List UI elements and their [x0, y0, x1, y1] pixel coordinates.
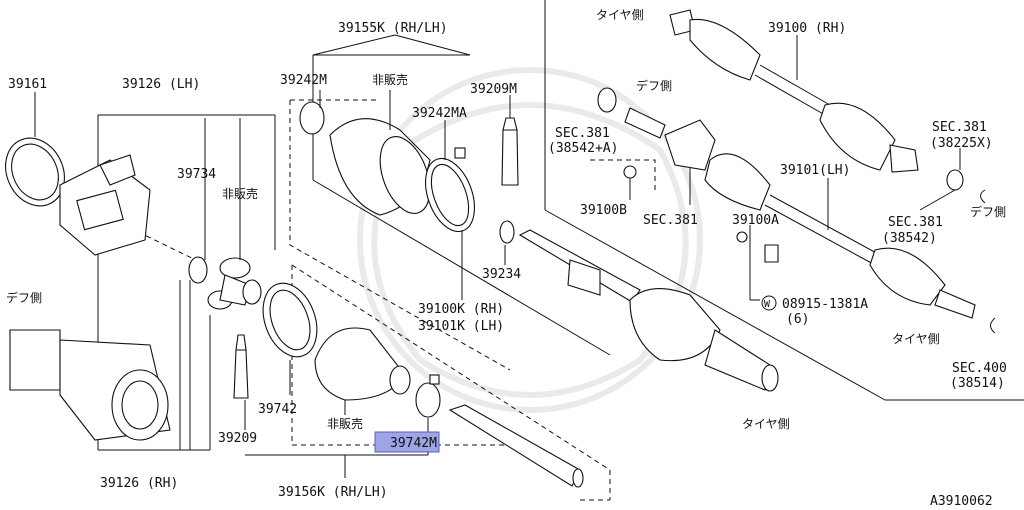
label-not-sold-2: 非販売 [372, 72, 408, 87]
housing-39126-rh [9, 329, 171, 441]
label-sec381-d: SEC.381 [888, 215, 943, 230]
label-39101-lh: 39101(LH) [780, 163, 850, 178]
label-bolt-qty: (6) [786, 312, 809, 327]
diagram-code: A3910062 [930, 494, 993, 509]
label-39156k: 39156K (RH/LH) [278, 485, 388, 500]
highlight-39742m [374, 431, 440, 453]
middle-shaft-39100k [518, 229, 779, 392]
hub-sec381 [597, 87, 716, 179]
label-39234: 39234 [482, 267, 521, 282]
label-diff-side-1: デフ側 [6, 290, 42, 305]
label-39100a: 39100A [732, 213, 779, 228]
labels: 39161 39126 (LH) 39734 非販売 デフ側 39126 (RH… [6, 8, 1007, 509]
label-sec381-b: SEC.381 [643, 213, 698, 228]
label-39101k: 39101K (LH) [418, 319, 504, 334]
label-sec400-b: (38514) [950, 376, 1005, 391]
ring-39161 [5, 137, 65, 207]
shaft-39100-rh [669, 9, 919, 173]
label-diff-side-3: デフ側 [970, 204, 1006, 219]
label-not-sold-1: 非販売 [222, 186, 258, 201]
label-39209m: 39209M [470, 82, 517, 97]
label-39100-rh: 39100 (RH) [768, 21, 846, 36]
label-sec381-d2: (38542) [882, 231, 937, 246]
boot-39155k [299, 101, 475, 233]
housing-39126-lh [59, 154, 151, 256]
label-39209: 39209 [218, 431, 257, 446]
label-39242m: 39242M [280, 73, 327, 88]
boot-39156k [262, 282, 441, 418]
label-tire-side-1: タイヤ側 [596, 8, 644, 22]
label-39742m: 39742M [390, 436, 437, 451]
grease-tube-39209 [233, 334, 249, 399]
lower-shaft [448, 404, 584, 488]
label-39100b: 39100B [580, 203, 627, 218]
washer-mark-icon [761, 295, 777, 311]
label-39100k: 39100K (RH) [418, 302, 504, 317]
tripod-joint [207, 257, 262, 310]
label-bolt: 08915-1381A [782, 297, 868, 312]
label-tire-side-3: タイヤ側 [742, 417, 790, 431]
label-39742: 39742 [258, 402, 297, 417]
label-sec381-a: SEC.381 [555, 126, 610, 141]
leader-lines [34, 34, 961, 478]
label-sec381-a2: (38542+A) [548, 141, 618, 156]
label-39126-rh: 39126 (RH) [100, 476, 178, 491]
label-39161: 39161 [8, 77, 47, 92]
watermark-logo [357, 67, 703, 413]
shaft-39101-lh [704, 153, 996, 334]
label-39242ma: 39242MA [412, 106, 467, 121]
label-sec400: SEC.400 [952, 361, 1007, 376]
snap-ring-39734 [188, 256, 208, 284]
grease-tube-39209m [501, 117, 519, 186]
label-tire-side-2: タイヤ側 [892, 332, 940, 346]
label-diff-side-2: デフ側 [636, 78, 672, 93]
label-bolt-mark: W [764, 299, 771, 310]
label-39126-lh: 39126 (LH) [122, 77, 200, 92]
label-sec381-c: SEC.381 [932, 120, 987, 135]
label-39734: 39734 [177, 167, 216, 182]
label-39155k: 39155K (RH/LH) [338, 21, 448, 36]
label-not-sold-3: 非販売 [327, 416, 363, 431]
label-sec381-c2: (38225X) [930, 136, 993, 151]
clip-39234 [499, 220, 515, 244]
